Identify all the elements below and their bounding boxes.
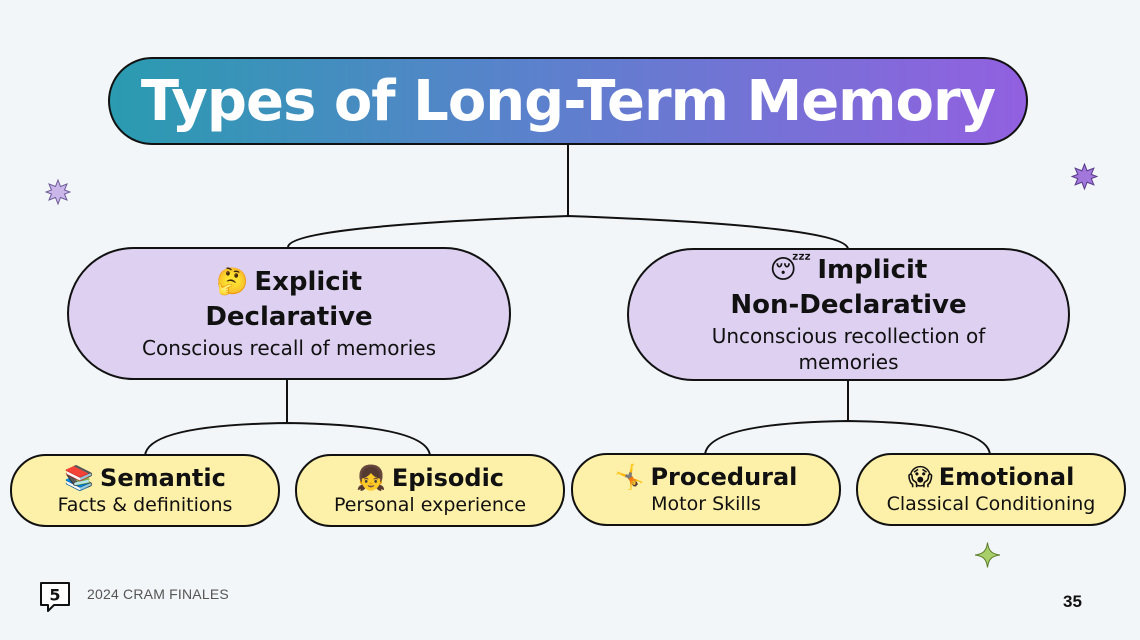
- semantic-description: Facts & definitions: [57, 494, 233, 517]
- footer-label: 2024 CRAM FINALES: [87, 586, 229, 602]
- purple-star-icon: [1071, 163, 1098, 190]
- implicit-description: Unconscious recollection of memories: [711, 323, 986, 374]
- top-branch-arc: [287, 214, 849, 250]
- page-number: 35: [1063, 592, 1082, 611]
- episodic-description: Personal experience: [333, 494, 527, 517]
- emotional-description: Classical Conditioning: [886, 493, 1096, 516]
- thinking-face-icon: 🤔: [215, 267, 249, 298]
- implicit-label: Implicit: [817, 255, 928, 286]
- procedural-node: 🤸Procedural Motor Skills: [571, 453, 841, 526]
- episodic-heading: 👧Episodic: [356, 463, 504, 493]
- title-banner: Types of Long-Term Memory: [108, 57, 1028, 145]
- implicit-alt-label: Non-Declarative: [730, 289, 967, 320]
- explicit-alt-label: Declarative: [205, 301, 373, 332]
- emotional-heading: 😱Emotional: [908, 462, 1075, 492]
- emotional-label: Emotional: [938, 463, 1075, 492]
- screaming-face-icon: 😱: [907, 463, 933, 492]
- explicit-node: 🤔Explicit Declarative Conscious recall o…: [67, 247, 511, 380]
- semantic-node: 📚Semantic Facts & definitions: [10, 454, 280, 527]
- explicit-branch-arc: [144, 421, 431, 457]
- lavender-star-icon: [45, 179, 71, 205]
- explicit-heading: 🤔Explicit: [216, 266, 362, 300]
- sleeping-face-icon: 😴: [769, 255, 812, 286]
- procedural-label: Procedural: [650, 463, 798, 492]
- five-logo-icon: 5: [40, 582, 70, 612]
- episodic-node: 👧Episodic Personal experience: [295, 454, 565, 527]
- explicit-description: Conscious recall of memories: [142, 335, 436, 360]
- implicit-node: 😴Implicit Non-Declarative Unconscious re…: [627, 248, 1070, 381]
- green-sparkle-icon: [974, 542, 1001, 568]
- girl-icon: 👧: [355, 464, 386, 493]
- implicit-heading: 😴Implicit: [770, 254, 928, 288]
- procedural-description: Motor Skills: [651, 493, 761, 516]
- semantic-heading: 📚Semantic: [64, 463, 226, 493]
- books-icon: 📚: [64, 464, 95, 493]
- semantic-label: Semantic: [100, 464, 226, 493]
- emotional-node: 😱Emotional Classical Conditioning: [856, 453, 1126, 526]
- logo-text: 5: [49, 586, 60, 605]
- cartwheel-icon: 🤸: [614, 463, 645, 492]
- explicit-label: Explicit: [254, 267, 363, 298]
- implicit-branch-arc: [704, 419, 991, 456]
- procedural-heading: 🤸Procedural: [615, 462, 798, 492]
- diagram-title: Types of Long-Term Memory: [140, 68, 996, 134]
- episodic-label: Episodic: [391, 464, 505, 493]
